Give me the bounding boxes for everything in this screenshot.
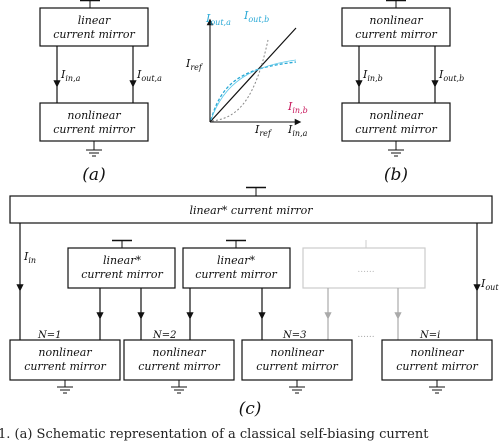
panel-a-bottom-box-line1: nonlinear <box>67 109 121 122</box>
panel-b-top-box-line2: current mirror <box>355 28 437 41</box>
panel-a: linear current mirror Iin,a Iout,a nonli… <box>39 0 162 185</box>
panel-c-iin-label: Iin <box>23 250 36 265</box>
panel-b-ground-icon <box>388 141 404 157</box>
panel-c-bottom-box-4 <box>381 339 493 381</box>
plot-iin-b-label: Iin,b <box>287 100 308 115</box>
panel-b-caption: (b) <box>384 165 408 185</box>
panel-a-bottom-box <box>39 102 149 142</box>
panel-b-bottom-box-line1: nonlinear <box>369 109 423 122</box>
panel-b: nonlinear current mirror Iin,b Iout,b no… <box>341 0 464 185</box>
panel-c-ground-icon-1 <box>57 380 73 394</box>
transfer-plot: Iout,a Iout,b Iref Iin,b Iref Iin,a <box>185 9 308 138</box>
panel-a-caption: (a) <box>82 165 105 185</box>
panel-a-top-box-line2: current mirror <box>53 28 135 41</box>
panel-c-top-box-label: linear* current mirror <box>189 204 313 217</box>
panel-c-sub-box-2-line1: linear* <box>217 254 255 267</box>
panel-c-bottom-box-3-line2: current mirror <box>256 360 338 373</box>
panel-c-sub-box-2-line2: current mirror <box>195 268 277 281</box>
panel-c-iout-label: Iout <box>480 277 499 292</box>
plot-linear-line <box>209 27 297 123</box>
panel-a-bottom-box-line2: current mirror <box>53 123 135 136</box>
panel-c-bottom-box-3-line1: nonlinear <box>270 346 324 359</box>
panel-c-n-label-1: N=1 <box>37 330 62 341</box>
panel-c-bottom-box-4-line2: current mirror <box>396 360 478 373</box>
panel-c-bottom-box-1-line2: current mirror <box>24 360 106 373</box>
plot-iout-b-label: Iout,b <box>243 9 269 24</box>
panel-c-faded-box-text: ...... <box>357 265 374 275</box>
panel-a-iout-label: Iout,a <box>136 68 162 83</box>
panel-b-iout-label: Iout,b <box>438 68 464 83</box>
plot-cyan-curve <box>210 61 297 121</box>
panel-a-ground-icon <box>86 141 102 157</box>
panel-c-ground-icon-3 <box>289 380 305 394</box>
panel-c-ground-icon-2 <box>171 380 187 394</box>
panel-c-faded-box <box>302 247 426 289</box>
panel-c-bottom-box-3 <box>241 339 353 381</box>
plot-iout-a-label: Iout,a <box>205 12 231 27</box>
panel-c-bottom-box-2-line2: current mirror <box>138 360 220 373</box>
figure-footer-text: 1. (a) Schematic representation of a cla… <box>0 427 429 442</box>
panel-c-top-box <box>9 195 493 224</box>
panel-c-sub-box-1 <box>67 247 176 289</box>
plot-iref-y-label: Iref <box>185 57 204 72</box>
panel-b-top-box-line1: nonlinear <box>369 14 423 27</box>
panel-b-top-box <box>341 7 451 47</box>
panel-c-bottom-box-1 <box>9 339 121 381</box>
panel-b-bottom-box <box>341 102 451 142</box>
panel-c-bottom-box-1-line1: nonlinear <box>38 346 92 359</box>
panel-c-sub-box-1-line2: current mirror <box>81 268 163 281</box>
panel-c: linear* current mirror Iin Iout linear* … <box>9 186 499 419</box>
panel-c-sub-box-1-line1: linear* <box>103 254 141 267</box>
panel-c-dots-between: ...... <box>357 330 374 340</box>
panel-a-iin-label: Iin,a <box>60 68 81 83</box>
panel-c-ground-icon-4 <box>429 380 445 394</box>
panel-c-caption: (c) <box>239 399 262 419</box>
panel-a-top-box <box>39 7 149 47</box>
panel-b-iin-label: Iin,b <box>362 68 383 83</box>
panel-c-bottom-box-2 <box>123 339 235 381</box>
plot-cyan-solid-curve <box>210 59 297 121</box>
panel-c-sub-box-2 <box>182 247 291 289</box>
panel-c-n-label-2: N=2 <box>152 330 177 341</box>
plot-iref-x-label: Iref <box>254 123 273 138</box>
plot-gray-curve <box>211 39 269 122</box>
panel-c-bottom-box-4-line1: nonlinear <box>410 346 464 359</box>
panel-b-bottom-box-line2: current mirror <box>355 123 437 136</box>
panel-a-top-box-line1: linear <box>78 14 111 27</box>
panel-c-n-label-3: N=3 <box>282 330 307 341</box>
panel-c-n-label-4: N=i <box>419 330 440 341</box>
plot-iin-a-label: Iin,a <box>287 123 308 138</box>
panel-c-bottom-box-2-line1: nonlinear <box>152 346 206 359</box>
